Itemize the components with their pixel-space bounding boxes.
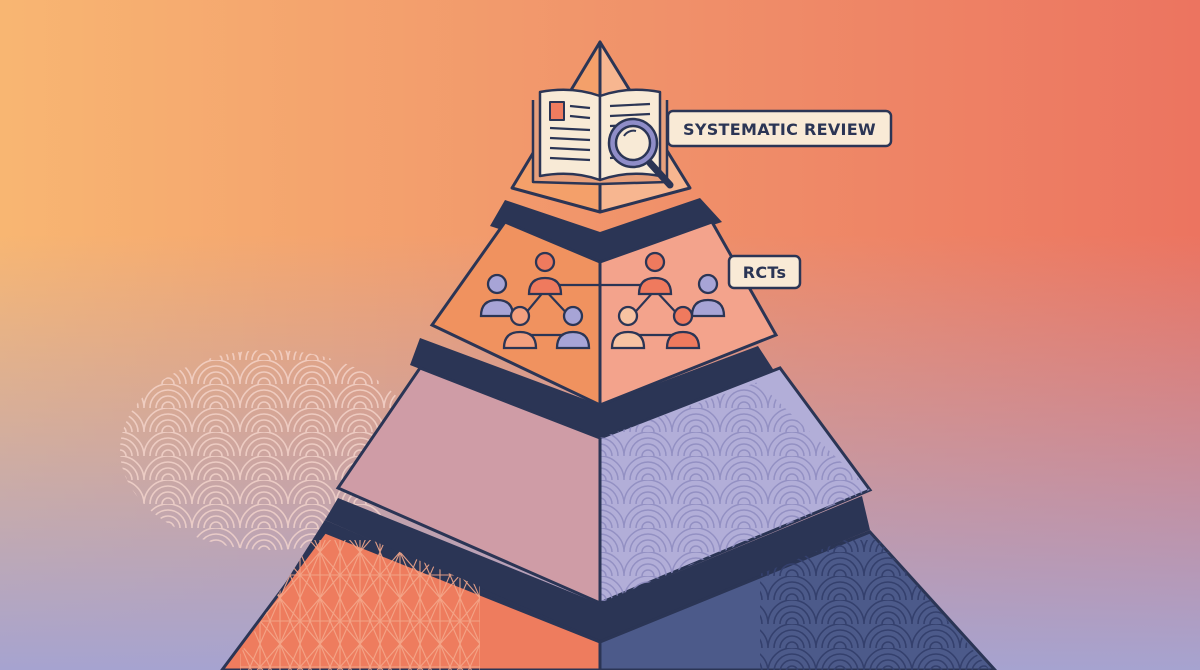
person-icon xyxy=(610,305,646,350)
person-icon xyxy=(637,251,673,296)
person-icon xyxy=(665,305,701,350)
label-systematic-review: SYSTEMATIC REVIEW xyxy=(666,109,893,148)
label-systematic-review-text: SYSTEMATIC REVIEW xyxy=(683,120,876,139)
person-icon xyxy=(555,305,591,350)
person-icon xyxy=(479,273,515,318)
person-icon xyxy=(527,251,563,296)
label-rcts-text: RCTs xyxy=(743,263,787,282)
label-rcts: RCTs xyxy=(727,254,802,290)
person-icon xyxy=(502,305,538,350)
magnifying-glass-icon xyxy=(607,117,674,189)
person-icon xyxy=(690,273,726,318)
network-people-icon xyxy=(479,251,726,350)
